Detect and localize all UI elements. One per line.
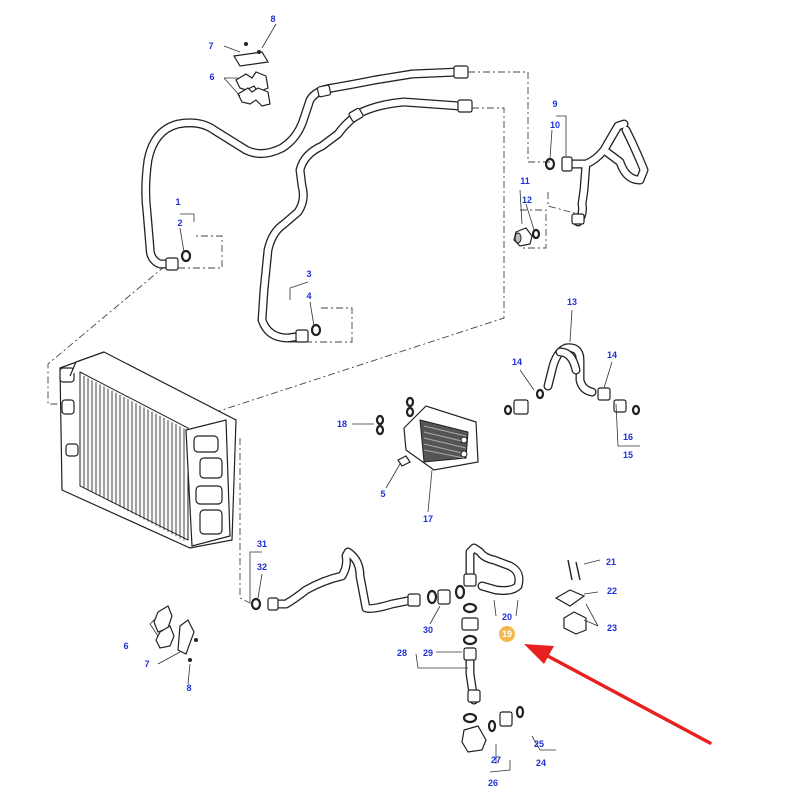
callout-12[interactable]: 12 [522, 195, 532, 205]
hose-31[interactable] [267, 547, 421, 613]
pipe-13[interactable] [543, 343, 597, 397]
callout-23[interactable]: 23 [607, 623, 617, 633]
callout-15[interactable]: 15 [623, 450, 633, 460]
callout-29[interactable]: 29 [423, 648, 433, 658]
fittings-14-16[interactable] [503, 387, 641, 416]
callout-31[interactable]: 31 [257, 539, 267, 549]
callout-11[interactable]: 11 [520, 176, 530, 186]
radiator[interactable] [59, 351, 237, 549]
clip-assembly-upper[interactable] [233, 42, 271, 107]
callout-19[interactable]: 19 [502, 629, 512, 639]
callout-22[interactable]: 22 [607, 586, 617, 596]
callout-2[interactable]: 2 [177, 218, 182, 228]
elbow-11[interactable] [513, 227, 533, 247]
clip-assembly-lower[interactable] [153, 605, 198, 662]
tee-fitting[interactable] [426, 584, 479, 646]
callout-27[interactable]: 27 [491, 755, 501, 765]
callout-9[interactable]: 9 [552, 99, 557, 109]
assembly-guide-lines [47, 71, 579, 605]
leader-lines [149, 23, 640, 773]
callout-17[interactable]: 17 [423, 514, 433, 524]
oil-cooler[interactable] [397, 405, 479, 471]
highlighted-callout-19[interactable]: 19 [499, 626, 515, 642]
red-pointer-arrow [524, 644, 712, 745]
callout-14-right[interactable]: 14 [607, 350, 617, 360]
pipe-19[interactable] [463, 543, 524, 595]
callout-32[interactable]: 32 [257, 562, 267, 572]
callout-26[interactable]: 26 [488, 778, 498, 788]
callout-25[interactable]: 25 [534, 739, 544, 749]
pipe-9[interactable] [561, 119, 649, 227]
callout-14-left[interactable]: 14 [512, 357, 522, 367]
pipe-28[interactable] [463, 647, 481, 705]
callout-5[interactable]: 5 [380, 489, 385, 499]
callout-21[interactable]: 21 [606, 557, 616, 567]
hose-3[interactable] [257, 97, 473, 343]
o-rings-18 [375, 396, 415, 436]
callout-28[interactable]: 28 [397, 648, 407, 658]
callout-18[interactable]: 18 [337, 419, 347, 429]
hose-1[interactable] [141, 65, 469, 271]
callout-20[interactable]: 20 [502, 612, 512, 622]
callout-4[interactable]: 4 [306, 291, 311, 301]
highlight-badge [499, 626, 515, 642]
callout-16[interactable]: 16 [623, 432, 633, 442]
callout-30[interactable]: 30 [423, 625, 433, 635]
callout-10[interactable]: 10 [550, 120, 560, 130]
callout-1[interactable]: 1 [175, 197, 180, 207]
clip-assembly-right[interactable] [554, 559, 587, 635]
callout-8-top[interactable]: 8 [270, 14, 275, 24]
callout-13[interactable]: 13 [567, 297, 577, 307]
callout-7-top[interactable]: 7 [208, 41, 213, 51]
rings-32 [250, 597, 262, 611]
callout-6-top[interactable]: 6 [209, 72, 214, 82]
callout-7-bottom[interactable]: 7 [144, 659, 149, 669]
elbow-26[interactable] [461, 705, 525, 753]
callout-3[interactable]: 3 [306, 269, 311, 279]
callout-24[interactable]: 24 [536, 758, 546, 768]
callout-labels: 8 7 6 1 2 3 4 9 10 11 12 13 14 14 16 15 … [123, 14, 633, 788]
callout-6-bottom[interactable]: 6 [123, 641, 128, 651]
callout-8-bottom[interactable]: 8 [186, 683, 191, 693]
o-rings-upper [180, 157, 556, 337]
